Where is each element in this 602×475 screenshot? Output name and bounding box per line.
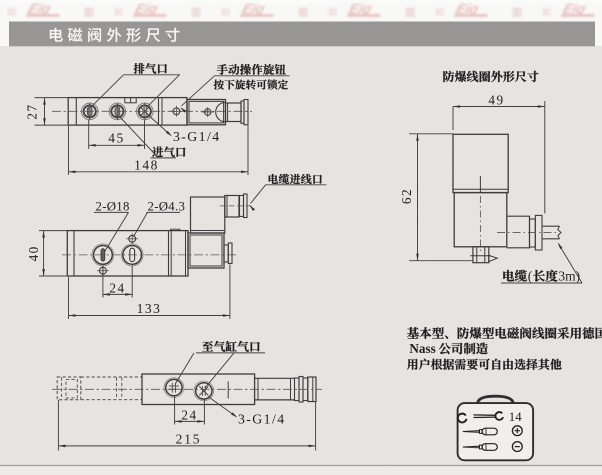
svg-text:3-G1/4: 3-G1/4 [173, 129, 221, 144]
svg-text:24: 24 [109, 280, 125, 295]
svg-text:Eig: Eig [454, 2, 481, 18]
svg-text:14: 14 [509, 410, 522, 424]
svg-text:215: 215 [176, 432, 202, 447]
svg-text:2-Ø18: 2-Ø18 [96, 199, 130, 213]
svg-text:3m): 3m) [558, 269, 580, 284]
svg-text:Eig: Eig [561, 2, 588, 18]
svg-text:Eig: Eig [133, 2, 160, 18]
svg-text:49: 49 [488, 93, 504, 108]
svg-text:(: ( [528, 269, 533, 284]
svg-text:40: 40 [26, 245, 41, 261]
svg-text:133: 133 [137, 301, 162, 316]
svg-text:Eig: Eig [347, 2, 374, 18]
svg-text:24: 24 [181, 407, 197, 422]
svg-text:45: 45 [108, 131, 125, 146]
svg-text:Nass: Nass [409, 341, 435, 356]
svg-text:148: 148 [134, 158, 159, 173]
svg-text:2-Ø4.3: 2-Ø4.3 [148, 199, 186, 213]
svg-text:62: 62 [399, 188, 414, 204]
svg-text:27: 27 [25, 103, 40, 119]
svg-text:Eig: Eig [26, 2, 53, 18]
svg-text:3-G1/4: 3-G1/4 [238, 411, 286, 426]
svg-text:Eig: Eig [240, 2, 267, 18]
